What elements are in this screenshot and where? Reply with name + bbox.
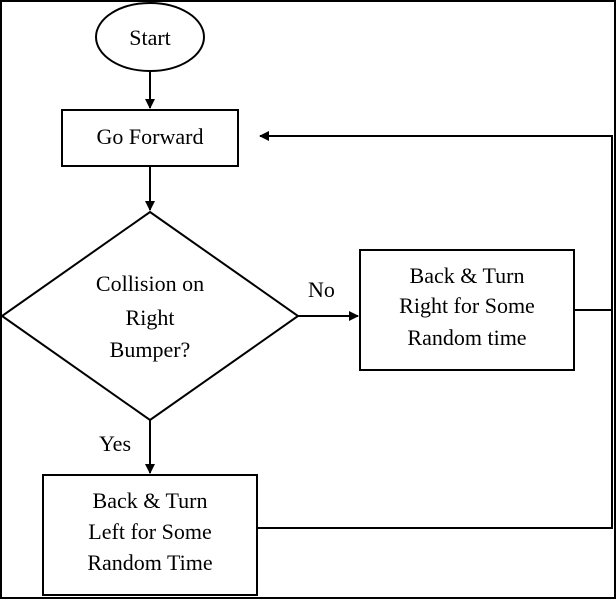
decision-label-line-1: Collision on bbox=[96, 271, 204, 296]
go-forward-label: Go Forward bbox=[97, 124, 204, 149]
decision-node: Collision on Right Bumper? bbox=[0, 210, 300, 422]
turn-right-box bbox=[359, 249, 575, 371]
decision-label-line-3: Bumper? bbox=[110, 337, 191, 362]
go-forward-node: Go Forward bbox=[61, 109, 239, 167]
no-branch-label: No bbox=[308, 277, 335, 302]
decision-label-line-2: Right bbox=[126, 305, 175, 330]
turn-left-label-line-3: Random Time bbox=[87, 550, 212, 575]
go-forward-box bbox=[61, 109, 239, 167]
turn-right-label-line-1: Back & Turn bbox=[410, 263, 525, 288]
turn-right-label-line-2: Right for Some bbox=[399, 293, 535, 318]
loop-back-connector bbox=[257, 131, 613, 529]
turn-left-label-line-2: Left for Some bbox=[88, 519, 211, 544]
turn-left-label-line-1: Back & Turn bbox=[93, 488, 208, 513]
turn-left-box bbox=[42, 474, 258, 596]
yes-branch-label: Yes bbox=[99, 431, 131, 456]
turn-right-label-line-3: Random time bbox=[407, 325, 526, 350]
turn-left-node: Back & Turn Left for Some Random Time bbox=[42, 474, 258, 596]
turn-right-node: Back & Turn Right for Some Random time bbox=[359, 249, 575, 371]
start-label: Start bbox=[129, 25, 171, 50]
start-node: Start bbox=[95, 2, 205, 72]
